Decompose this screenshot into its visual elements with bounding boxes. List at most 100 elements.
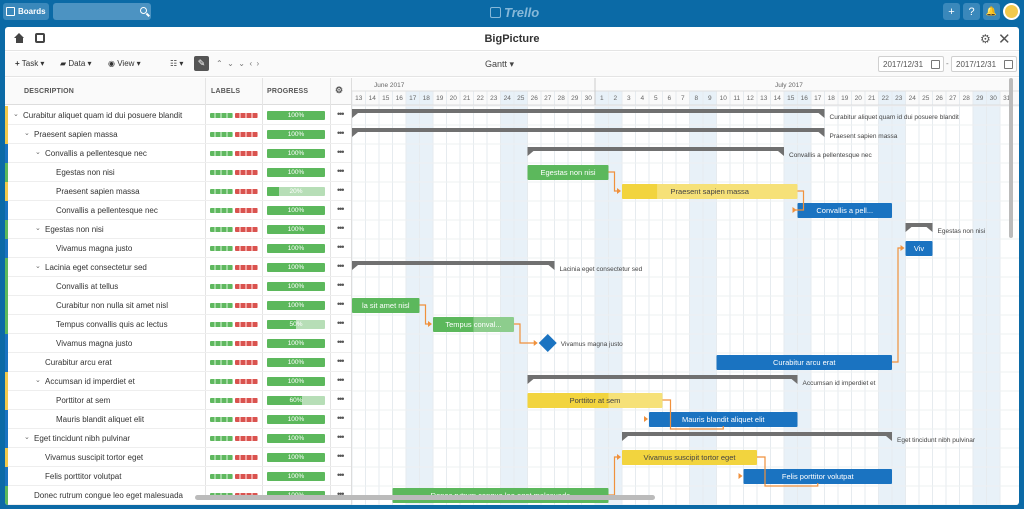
- task-labels[interactable]: [210, 322, 258, 327]
- task-name[interactable]: Porttitor at sem: [56, 396, 111, 405]
- task-bar[interactable]: [622, 184, 798, 199]
- row-menu-icon[interactable]: •••: [337, 299, 345, 309]
- expand-chevron-icon[interactable]: ⌄: [24, 130, 30, 137]
- group-bar[interactable]: [352, 109, 825, 118]
- task-labels[interactable]: [210, 379, 258, 384]
- group-bar[interactable]: [352, 261, 555, 270]
- row-menu-icon[interactable]: •••: [337, 223, 345, 233]
- header-labels[interactable]: LABELS: [211, 88, 241, 95]
- avatar[interactable]: [1003, 3, 1020, 20]
- row-menu-icon[interactable]: •••: [337, 185, 345, 195]
- task-labels[interactable]: [210, 398, 258, 403]
- calendar-icon[interactable]: [931, 60, 940, 69]
- search-input[interactable]: [53, 3, 151, 20]
- task-menu-button[interactable]: + Task ▾: [15, 59, 45, 68]
- row-menu-icon[interactable]: •••: [337, 413, 345, 423]
- task-bar[interactable]: [527, 165, 609, 180]
- expand-chevron-icon[interactable]: ⌄: [24, 434, 30, 441]
- task-labels[interactable]: [210, 284, 258, 289]
- task-name[interactable]: Accumsan id imperdiet et: [45, 377, 135, 386]
- task-name[interactable]: Egestas non nisi: [45, 225, 104, 234]
- notifications-button[interactable]: 🔔: [983, 3, 1000, 20]
- task-bar[interactable]: [905, 241, 933, 256]
- task-bar[interactable]: [649, 412, 798, 427]
- header-progress[interactable]: PROGRESS: [267, 88, 309, 95]
- boards-button[interactable]: Boards: [3, 3, 49, 20]
- table-row[interactable]: ⌄Curabitur aliquet quam id dui posuere b…: [5, 106, 351, 125]
- dependency-link[interactable]: [757, 456, 819, 487]
- help-button[interactable]: ?: [963, 3, 980, 20]
- task-name[interactable]: Felis porttitor volutpat: [45, 472, 122, 481]
- task-labels[interactable]: [210, 303, 258, 308]
- task-name[interactable]: Praesent sapien massa: [34, 130, 118, 139]
- horizontal-scrollbar[interactable]: [195, 495, 655, 500]
- row-menu-icon[interactable]: •••: [337, 356, 345, 366]
- task-name[interactable]: Mauris blandit aliquet elit: [56, 415, 145, 424]
- expand-chevron-icon[interactable]: ⌄: [35, 263, 41, 270]
- task-name[interactable]: Vivamus suscipit tortor eget: [45, 453, 144, 462]
- group-bar[interactable]: [352, 128, 825, 137]
- row-menu-icon[interactable]: •••: [337, 451, 345, 461]
- row-menu-icon[interactable]: •••: [337, 166, 345, 176]
- task-name[interactable]: Convallis a pellentesque nec: [56, 206, 158, 215]
- row-menu-icon[interactable]: •••: [337, 375, 345, 385]
- dependency-link[interactable]: [795, 190, 805, 211]
- task-bar[interactable]: [797, 203, 893, 218]
- task-bar[interactable]: [716, 355, 893, 370]
- vertical-scrollbar[interactable]: [1009, 78, 1013, 238]
- task-name[interactable]: Curabitur arcu erat: [45, 358, 112, 367]
- row-menu-icon[interactable]: •••: [337, 204, 345, 214]
- row-menu-icon[interactable]: •••: [337, 261, 345, 271]
- task-labels[interactable]: [210, 436, 258, 441]
- task-name[interactable]: Tempus convallis quis ac lectus: [56, 320, 168, 329]
- row-menu-icon[interactable]: •••: [337, 337, 345, 347]
- expand-chevron-icon[interactable]: ⌄: [35, 225, 41, 232]
- row-menu-icon[interactable]: •••: [337, 318, 345, 328]
- home-icon[interactable]: [14, 33, 25, 43]
- settings-gear-icon[interactable]: ⚙: [980, 32, 991, 46]
- task-labels[interactable]: [210, 208, 258, 213]
- task-labels[interactable]: [210, 170, 258, 175]
- date-from-input[interactable]: 2017/12/31: [878, 56, 944, 72]
- row-menu-icon[interactable]: •••: [337, 394, 345, 404]
- group-bar[interactable]: [905, 223, 933, 232]
- row-menu-icon[interactable]: •••: [337, 470, 345, 480]
- view-mode-select[interactable]: Gantt ▾: [485, 59, 515, 69]
- task-labels[interactable]: [210, 265, 258, 270]
- expand-chevron-icon[interactable]: ⌄: [35, 377, 41, 384]
- milestone-diamond[interactable]: [538, 334, 557, 352]
- task-labels[interactable]: [210, 455, 258, 460]
- task-name[interactable]: Lacinia eget consectetur sed: [45, 263, 147, 272]
- row-menu-icon[interactable]: •••: [337, 109, 345, 119]
- task-bar[interactable]: [527, 393, 663, 408]
- task-name[interactable]: Vivamus magna justo: [56, 244, 133, 253]
- edit-mode-button[interactable]: ✎: [194, 56, 209, 71]
- task-labels[interactable]: [210, 227, 258, 232]
- task-name[interactable]: Curabitur non nulla sit amet nisl: [56, 301, 169, 310]
- task-name[interactable]: Convallis at tellus: [56, 282, 119, 291]
- dependency-link[interactable]: [662, 399, 724, 430]
- row-menu-icon[interactable]: •••: [337, 147, 345, 157]
- dependency-link[interactable]: [514, 323, 537, 344]
- task-name[interactable]: Egestas non nisi: [56, 168, 115, 177]
- trello-logo[interactable]: Trello: [490, 5, 539, 20]
- columns-menu-button[interactable]: ☷ ▾: [170, 59, 184, 68]
- row-menu-icon[interactable]: •••: [337, 242, 345, 252]
